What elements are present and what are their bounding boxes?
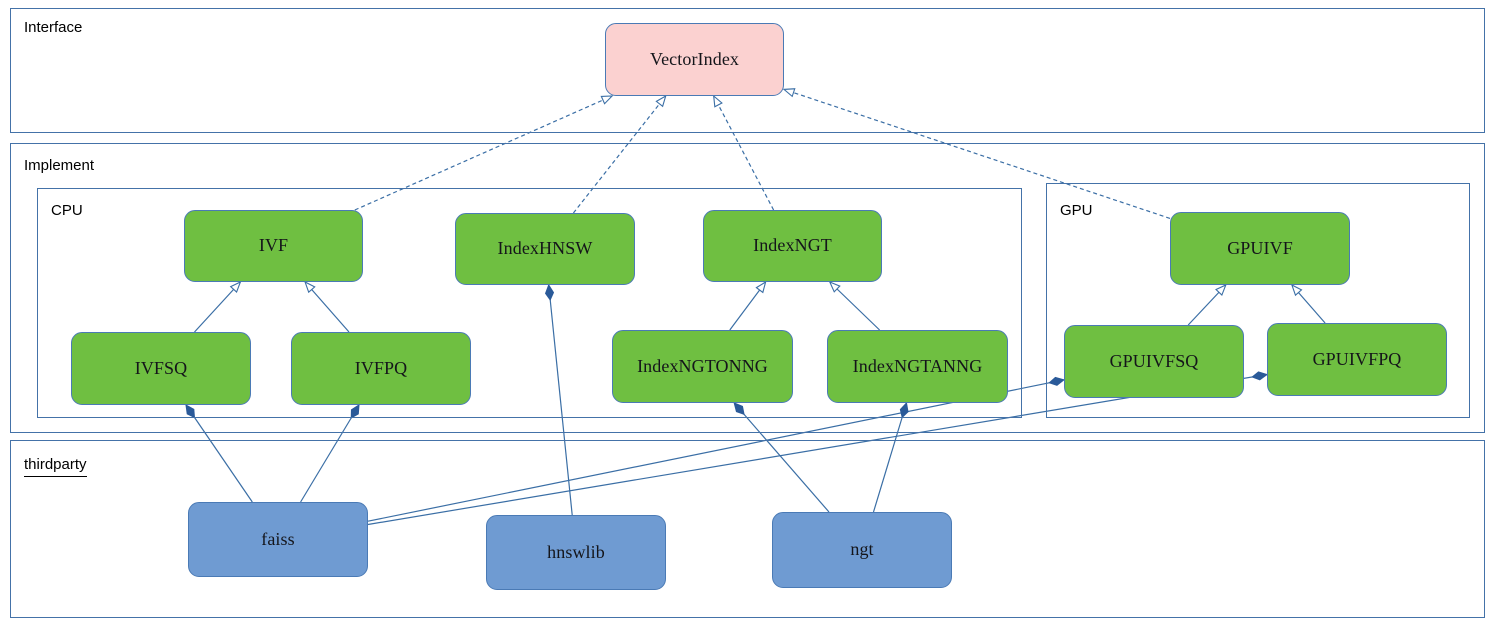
node-hnswlib[interactable]: hnswlib <box>486 515 666 590</box>
group-thirdparty <box>10 440 1485 618</box>
group-label-thirdparty: thirdparty <box>24 457 87 477</box>
node-label: faiss <box>261 528 295 549</box>
node-indexngtonng[interactable]: IndexNGTONNG <box>612 330 793 403</box>
node-gpuivf[interactable]: GPUIVF <box>1170 212 1350 285</box>
node-label: GPUIVFPQ <box>1312 348 1402 369</box>
group-label-gpu: GPU <box>1060 202 1093 219</box>
node-indexngt[interactable]: IndexNGT <box>703 210 882 282</box>
node-label: VectorIndex <box>649 48 740 69</box>
group-gpu <box>1046 183 1470 418</box>
node-gpuivfpq[interactable]: GPUIVFPQ <box>1267 323 1447 396</box>
node-label: ngt <box>850 539 874 560</box>
node-label: hnswlib <box>547 541 605 562</box>
node-indexngtanng[interactable]: IndexNGTANNG <box>827 330 1008 403</box>
group-label-interface: Interface <box>24 19 83 36</box>
node-label: IndexNGT <box>753 235 832 256</box>
node-indexhnsw[interactable]: IndexHNSW <box>455 213 635 285</box>
group-interface <box>10 8 1485 133</box>
node-ivfsq[interactable]: IVFSQ <box>71 332 251 405</box>
node-label: GPUIVFSQ <box>1109 350 1199 371</box>
group-label-implement: Implement <box>24 157 95 174</box>
node-vectorindex[interactable]: VectorIndex <box>605 23 784 96</box>
node-faiss[interactable]: faiss <box>188 502 368 577</box>
node-ivfpq[interactable]: IVFPQ <box>291 332 471 405</box>
node-label: IVFPQ <box>354 357 408 378</box>
group-implement <box>10 143 1485 433</box>
group-label-cpu: CPU <box>51 202 83 219</box>
node-label: IndexHNSW <box>497 238 593 259</box>
node-ivf[interactable]: IVF <box>184 210 363 282</box>
node-ngt[interactable]: ngt <box>772 512 952 588</box>
node-label: IndexNGTONNG <box>637 355 768 376</box>
node-label: IndexNGTANNG <box>852 355 983 376</box>
node-gpuivfsq[interactable]: GPUIVFSQ <box>1064 325 1244 398</box>
node-label: GPUIVF <box>1227 237 1293 258</box>
node-label: IVFSQ <box>134 357 188 378</box>
node-label: IVF <box>258 235 289 256</box>
group-cpu <box>37 188 1022 418</box>
